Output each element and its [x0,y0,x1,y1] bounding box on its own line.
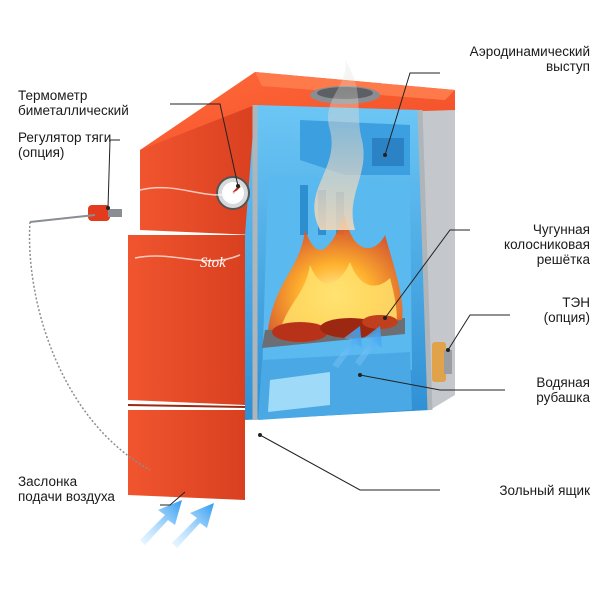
label-ten-line2: (опция) [543,310,590,325]
smoke-plume [314,60,364,230]
label-draft-line2: (опция) [18,145,65,160]
label-jacket-line2: рубашка [536,390,590,405]
label-damper-line1: Заслонка [18,474,78,489]
boiler-door-lower [128,410,245,500]
boiler-door-upper [128,235,245,405]
label-jacket-line1: Водяная [536,375,590,390]
label-ten-line1: ТЭН [562,295,590,310]
label-heating-element: ТЭН (опция) [470,295,590,325]
brand-logo: Stok [200,255,226,271]
label-thermo-line1: Термометр [18,88,88,103]
label-thermo-line2: биметаллический [18,103,129,118]
label-grate-line2: колосниковая [504,237,590,252]
label-damper-line2: подачи воздуха [18,489,115,504]
label-aero-line1: Аэродинамический [469,44,590,59]
label-grate-line1: Чугунная [532,222,590,237]
label-draft-line1: Регулятор тяги [18,130,112,145]
draft-regulator-icon [29,205,122,223]
label-draft-regulator: Регулятор тяги (опция) [18,130,111,160]
label-grate-line3: решётка [536,252,590,267]
label-water-jacket: Водяная рубашка [470,375,590,405]
heating-element-icon [432,342,452,382]
regulator-chain [28,221,151,471]
leader-lines [107,72,510,506]
label-grate: Чугунная колосниковая решётка [420,222,590,267]
label-thermometer: Термометр биметаллический [18,88,129,118]
label-aero-line2: выступ [545,59,590,74]
flame-icon [268,215,403,342]
label-aero-baffle: Аэродинамический выступ [400,44,590,74]
label-ash-box: Зольный ящик [420,483,590,498]
label-ash-line1: Зольный ящик [499,483,590,498]
air-flow-arrow-icon [140,326,382,548]
label-air-damper: Заслонка подачи воздуха [18,474,115,504]
